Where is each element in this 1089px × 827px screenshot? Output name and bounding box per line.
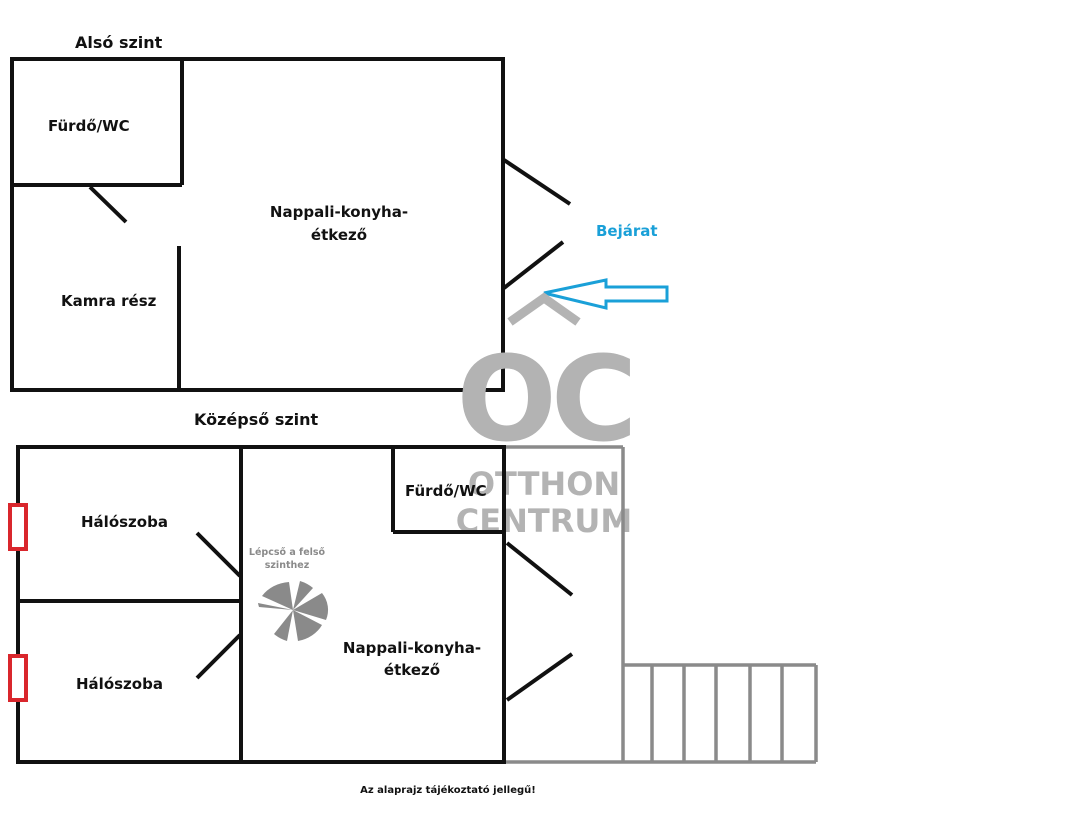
middle-level: Középső szint xyxy=(8,410,818,764)
middle-bathroom-label: Fürdő/WC xyxy=(405,482,487,500)
lower-doors xyxy=(88,158,572,290)
middle-living-label-line2: étkező xyxy=(384,661,440,679)
bedroom2-window xyxy=(8,654,28,702)
watermark: OC OTTHON CENTRUM xyxy=(456,292,637,540)
terrace-door-leaf-bottom xyxy=(505,652,574,702)
bedroom1-door xyxy=(195,531,242,578)
middle-living-label-line1: Nappali-konyha- xyxy=(343,639,481,657)
middle-outer-wall xyxy=(16,445,506,764)
terrace xyxy=(504,445,818,764)
middle-level-title: Középső szint xyxy=(194,410,319,429)
lower-walls xyxy=(10,57,505,392)
bedroom2-label: Hálószoba xyxy=(76,675,163,693)
bedroom1-window xyxy=(8,503,28,551)
bedroom1-label: Hálószoba xyxy=(81,513,168,531)
lower-entrance-door-leaf-bottom xyxy=(502,240,565,290)
lower-pantry-label: Kamra rész xyxy=(61,292,157,310)
spiral-stair-icon xyxy=(258,581,329,641)
middle-walls xyxy=(16,445,506,764)
lower-living-label-line1: Nappali-konyha- xyxy=(270,203,408,221)
lower-level-title: Alsó szint xyxy=(75,33,163,52)
entrance-arrow-icon xyxy=(543,278,669,310)
stairs-label-line1: Lépcső a felső xyxy=(249,547,326,558)
bedroom2-door xyxy=(195,633,242,680)
stairs-label-line2: szinthez xyxy=(265,560,310,571)
lower-level: Alsó szint Fürdő/WC Kamra rész Nappali-k… xyxy=(10,33,669,392)
terrace-door-leaf-top xyxy=(505,541,574,597)
watermark-line2: CENTRUM xyxy=(456,502,632,540)
lower-bathroom-label: Fürdő/WC xyxy=(48,117,130,135)
lower-living-label-line2: étkező xyxy=(311,226,367,244)
lower-bath-door xyxy=(88,185,128,224)
lower-outer-wall xyxy=(10,57,505,392)
watermark-roof-icon xyxy=(507,292,581,326)
lower-entrance-door-leaf-top xyxy=(502,158,572,206)
disclaimer: Az alaprajz tájékoztató jellegű! xyxy=(360,784,536,796)
windows xyxy=(8,503,28,702)
watermark-line1: OTTHON xyxy=(468,465,620,503)
outdoor-steps xyxy=(623,663,818,764)
middle-doors xyxy=(195,531,574,702)
entrance-label: Bejárat xyxy=(596,222,658,240)
